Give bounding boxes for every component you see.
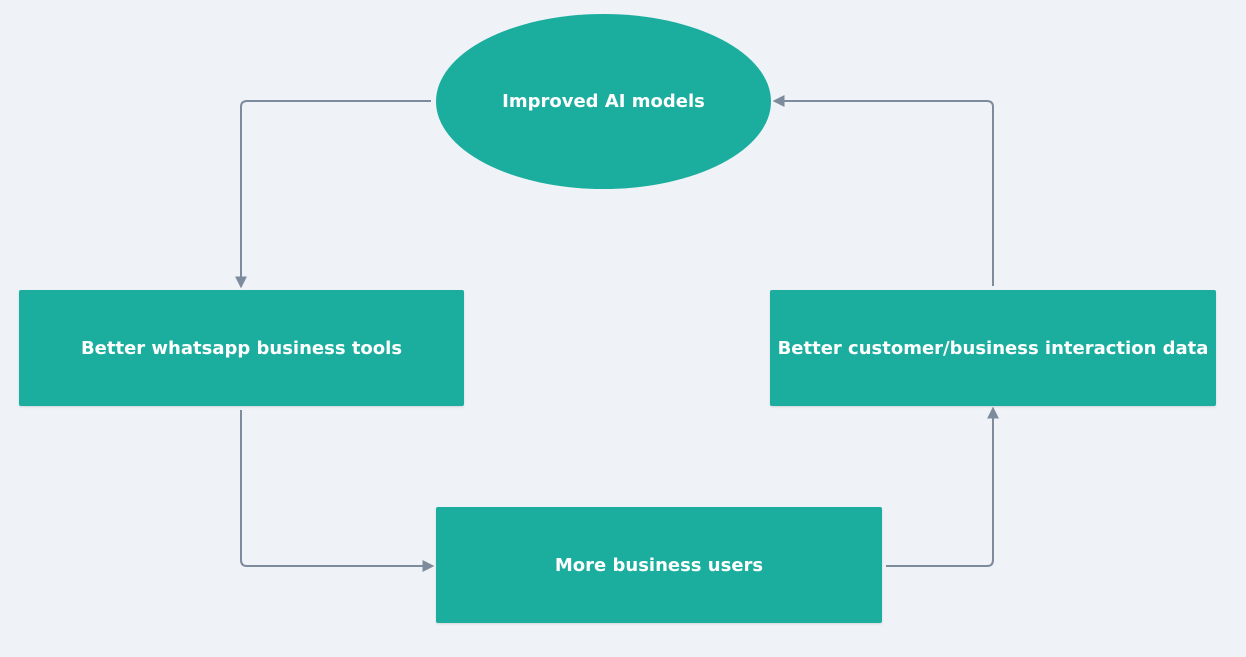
node-improved-ai-models[interactable]: Improved AI models	[436, 14, 771, 189]
node-better-whatsapp-business-tools-label: Better whatsapp business tools	[80, 337, 403, 359]
node-more-business-users[interactable]: More business users	[436, 507, 882, 623]
node-better-interaction-data[interactable]: Better customer/business interaction dat…	[770, 290, 1216, 406]
node-better-whatsapp-business-tools[interactable]: Better whatsapp business tools	[19, 290, 464, 406]
node-improved-ai-models-label: Improved AI models	[502, 91, 705, 112]
edge-interaction-data-to-improved-ai	[772, 95, 994, 286]
edge-whatsapp-tools-to-business-users	[240, 410, 435, 572]
node-more-business-users-label: More business users	[554, 554, 764, 576]
edge-business-users-to-interaction-data	[886, 406, 999, 567]
edge-improved-ai-to-whatsapp-tools	[235, 100, 431, 289]
node-better-interaction-data-label: Better customer/business interaction dat…	[777, 337, 1209, 359]
